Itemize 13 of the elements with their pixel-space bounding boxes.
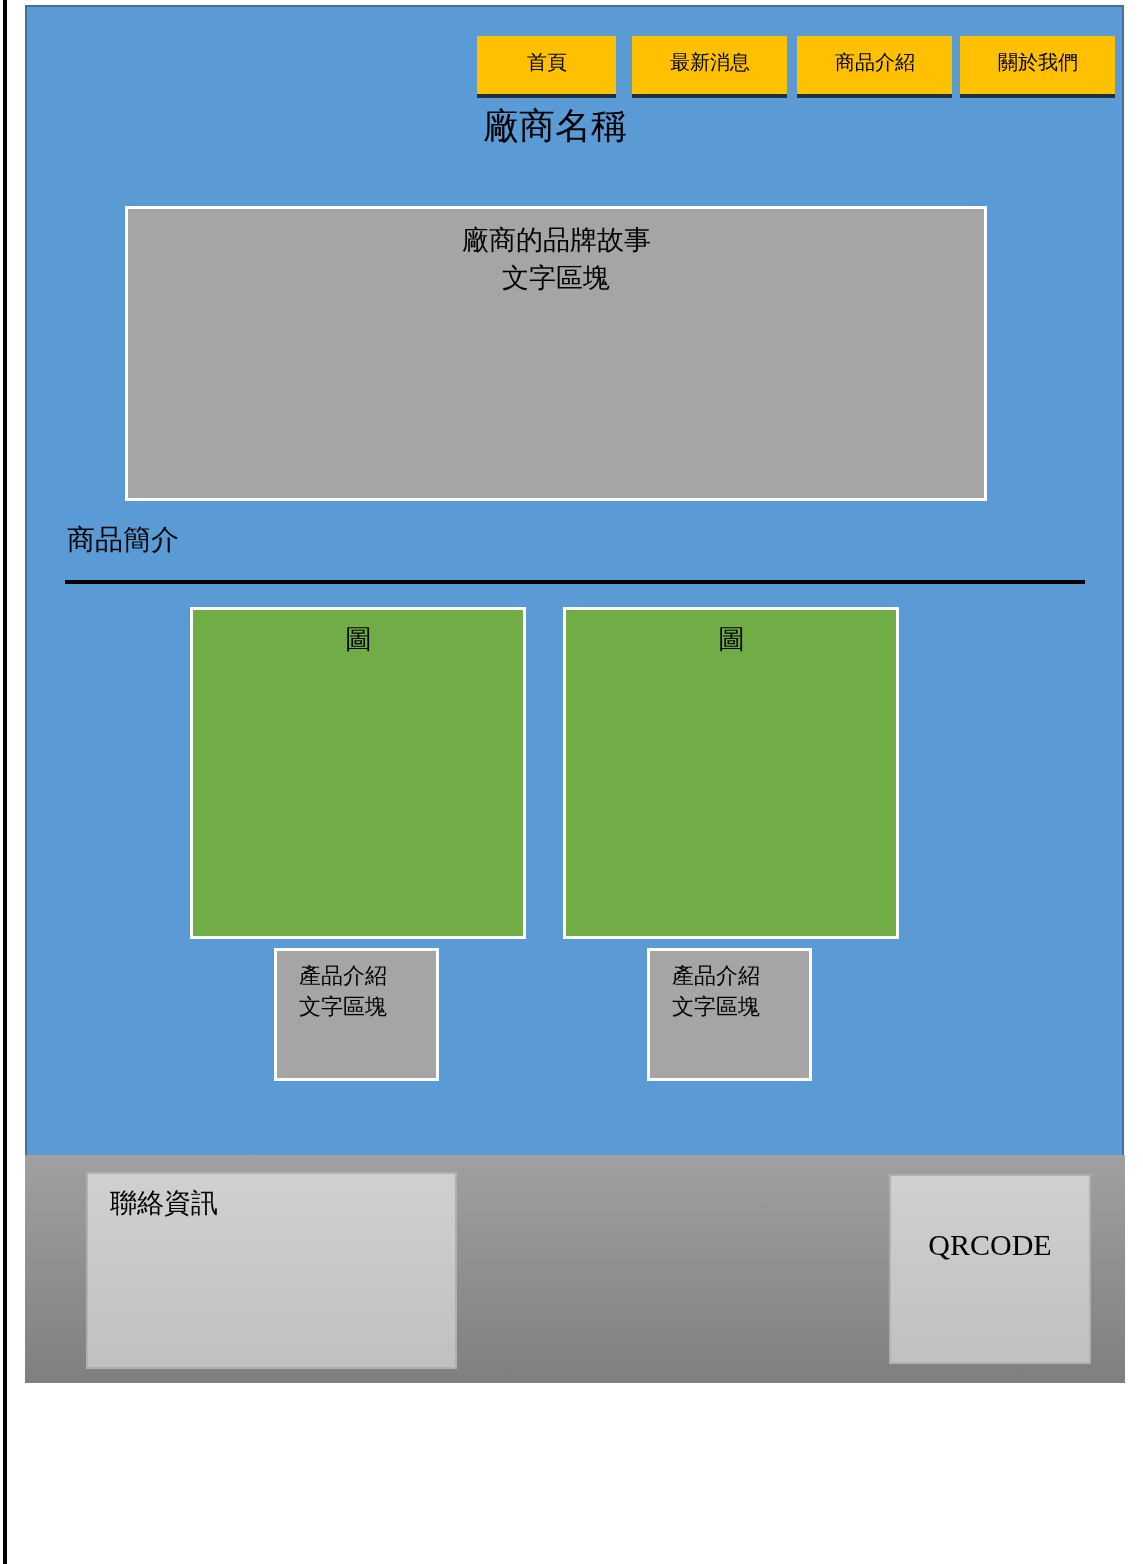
contact-box: 聯絡資訊 xyxy=(86,1172,457,1369)
text-block: 廠商的品牌故事 文字區塊 xyxy=(125,206,987,501)
nav-button: 關於我們 xyxy=(960,36,1115,98)
text-block: 產品介紹 文字區塊 xyxy=(274,948,439,1081)
text-block: 產品介紹 文字區塊 xyxy=(647,948,812,1081)
nav-button: 首頁 xyxy=(477,36,616,98)
qrcode-card: QRCODE xyxy=(889,1174,1091,1364)
section-heading: 商品簡介 xyxy=(67,522,179,558)
nav-button: 商品介紹 xyxy=(797,36,952,98)
nav-button: 最新消息 xyxy=(632,36,787,98)
page-title: 廠商名稱 xyxy=(482,104,628,148)
image-frame: 圖 xyxy=(190,607,526,939)
image-frame: 圖 xyxy=(563,607,899,939)
